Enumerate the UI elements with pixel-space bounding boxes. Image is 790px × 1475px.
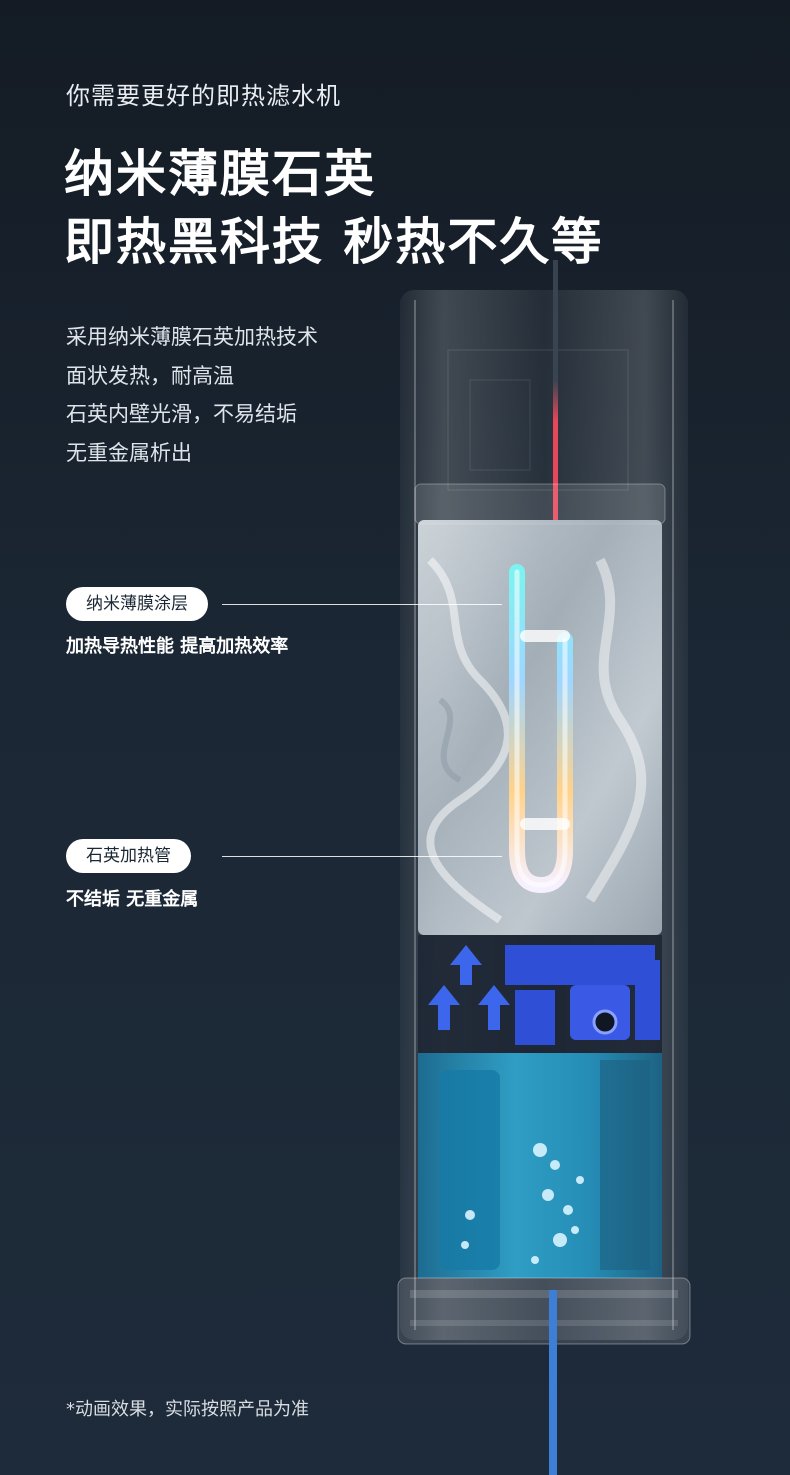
- description-line: 石英内壁光滑，不易结垢: [66, 402, 297, 426]
- feature-description: 采用纳米薄膜石英加热技术 面状发热，耐高温 石英内壁光滑，不易结垢 无重金属析出: [66, 318, 318, 472]
- device-base: [397, 1277, 691, 1345]
- callout-leader-line: [222, 604, 502, 605]
- description-line: 面状发热，耐高温: [66, 363, 234, 388]
- headline-line-2: 即热黑科技 秒热不久等: [64, 213, 604, 271]
- callout-label-quartz-tube: 石英加热管: [66, 839, 191, 873]
- outlet-pipe: [549, 1290, 557, 1475]
- disclaimer-footnote: *动画效果，实际按照产品为准: [66, 1399, 309, 1420]
- headline-line-1: 纳米薄膜石英: [64, 145, 376, 203]
- description-line: 无重金属析出: [66, 440, 192, 465]
- description-line: 采用纳米薄膜石英加热技术: [66, 325, 318, 349]
- hot-water-line: [553, 380, 558, 520]
- heating-chamber: [418, 520, 662, 935]
- callout-leader-line: [222, 856, 502, 857]
- page-headline: 纳米薄膜石英 即热黑科技 秒热不久等: [64, 140, 603, 276]
- callout-note-nano-coating: 加热导热性能 提高加热效率: [66, 636, 289, 657]
- page-kicker: 你需要更好的即热滤水机: [66, 82, 341, 110]
- callout-note-quartz-tube: 不结垢 无重金属: [66, 889, 199, 910]
- callout-label-nano-coating: 纳米薄膜涂层: [66, 587, 208, 621]
